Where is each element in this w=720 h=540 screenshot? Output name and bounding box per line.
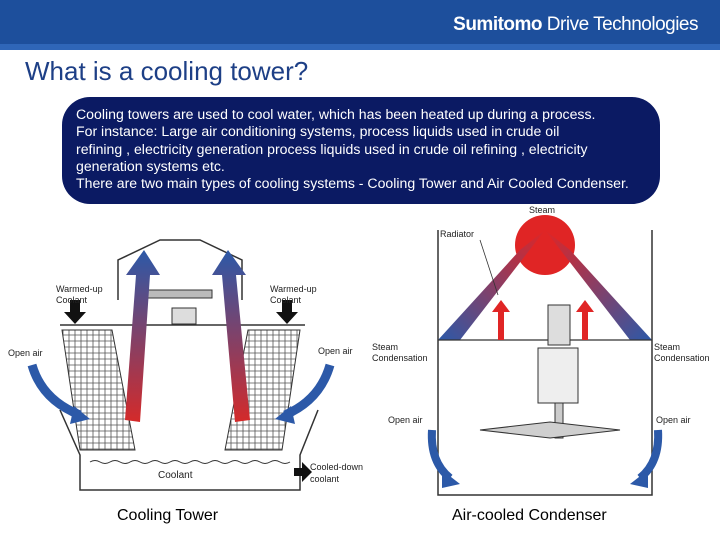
steam-arrow-up-left	[492, 300, 510, 340]
open-air-label-left: Open air	[388, 415, 423, 425]
coolant-label: Coolant	[158, 470, 193, 481]
steam-label: Steam	[529, 205, 555, 215]
radiator-arm-right	[545, 230, 652, 340]
warmed-up-label-right: Warmed-up	[270, 284, 317, 294]
header-bar: Sumitomo Drive Technologies	[0, 0, 720, 50]
steam-condensation-label-left-2: Condensation	[372, 353, 428, 363]
brand-logo: Sumitomo Drive Technologies	[453, 14, 698, 35]
callout-line: generation systems etc.	[76, 157, 225, 174]
open-air-arrow-right	[637, 429, 663, 482]
cooling-tower-diagram: Warmed-up Coolant Warmed-up Coolant Open…	[8, 239, 363, 491]
updraft-arrow-left	[125, 250, 160, 422]
cooled-down-label-2: coolant	[310, 474, 340, 484]
inlet-arrow-left	[70, 300, 80, 314]
condenser-housing	[437, 230, 653, 496]
description-callout: Cooling towers are used to cool water, w…	[62, 97, 660, 204]
condenser-caption: Air-cooled Condenser	[452, 507, 607, 524]
steam-condensation-label-right-2: Condensation	[654, 353, 710, 363]
steam-condensation-label-right: Steam	[654, 342, 680, 352]
motor-icon	[547, 304, 571, 346]
coolant-label-left: Coolant	[56, 295, 88, 305]
callout-line: There are two main types of cooling syst…	[76, 175, 629, 192]
coolant-label-right: Coolant	[270, 295, 302, 305]
radiator-arm-left	[438, 230, 545, 340]
motor-icon	[171, 307, 197, 325]
open-air-label-right: Open air	[318, 346, 353, 356]
callout-line: For instance: Large air conditioning sys…	[76, 123, 560, 140]
radiator-label: Radiator	[440, 229, 474, 239]
open-air-label-left: Open air	[8, 348, 43, 358]
outlet-arrow	[294, 462, 312, 482]
coolant-basin	[59, 409, 319, 491]
inlet-arrow-right	[282, 300, 292, 314]
slide-title: What is a cooling tower?	[25, 56, 309, 86]
cooled-down-label: Cooled-down	[310, 462, 363, 472]
updraft-arrow-right	[212, 250, 250, 422]
open-air-label-right: Open air	[656, 415, 691, 425]
fill-pack-left	[61, 329, 136, 451]
callout-line: refining , electricity generation proces…	[76, 140, 588, 157]
open-air-arrow-left	[427, 429, 453, 482]
steam-dome	[515, 215, 575, 275]
warmed-up-label-left: Warmed-up	[56, 284, 103, 294]
cooling-tower-caption: Cooling Tower	[117, 507, 219, 524]
fan-icon	[147, 289, 213, 299]
tower-housing	[117, 239, 243, 300]
steam-arrow-up-right	[576, 300, 594, 340]
callout-line: Cooling towers are used to cool water, w…	[76, 106, 596, 122]
fan-icon	[479, 421, 621, 439]
condenser-diagram: Steam Radiator Steam Condensation Steam …	[372, 205, 710, 496]
steam-condensation-label-left: Steam	[372, 342, 398, 352]
